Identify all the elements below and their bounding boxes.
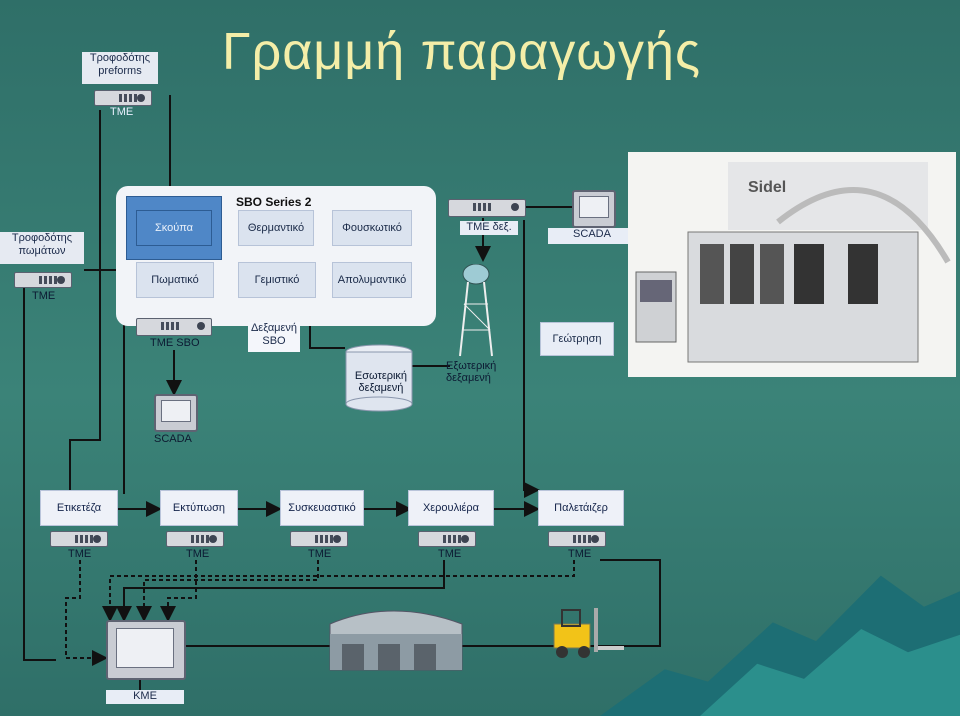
connector-right-down xyxy=(523,220,540,498)
sbo-capper-box: Πωματικό xyxy=(136,262,214,298)
caps-feeder-label: Τροφοδότης πωμάτων xyxy=(0,232,84,264)
connector-tme2-kme xyxy=(160,560,197,622)
connector-tank-sbo xyxy=(309,320,345,349)
scada-top-label: SCADA xyxy=(548,228,636,244)
connector-tme4-kme xyxy=(116,560,445,622)
internal-tank-label: Εσωτερική δεξαμενή xyxy=(354,370,408,394)
sidel-machine-drawing: Sidel xyxy=(635,162,951,363)
connector-tme5-kme xyxy=(102,560,575,622)
tme-sbo-label: TME SBO xyxy=(150,337,200,349)
sbo-skoupa-box: Σκούπα xyxy=(136,210,212,246)
page-title: Γραμμή παραγωγής xyxy=(222,23,701,81)
connector-preforms-down xyxy=(69,110,101,494)
packaging-box: Συσκευαστικό xyxy=(280,490,364,526)
tme-tank-device-icon xyxy=(448,199,526,217)
sbo-filler-box: Γεμιστικό xyxy=(238,262,316,298)
tme-device-icon xyxy=(548,531,606,547)
tme-device-icon xyxy=(418,531,476,547)
sbo-series-title: SBO Series 2 xyxy=(236,195,312,209)
scada-mid-label: SCADA xyxy=(154,433,192,445)
sbo-blower-box: Φουσκωτικό xyxy=(332,210,412,246)
warehouse-icon xyxy=(329,610,463,671)
connector-tme3-kme xyxy=(136,560,319,622)
tme-device-icon xyxy=(166,531,224,547)
connector-tme1-kme xyxy=(65,560,108,666)
preforms-feeder-label: Τροφοδότης preforms xyxy=(82,52,158,84)
tme-device-icon xyxy=(50,531,108,547)
tme-label: TME xyxy=(186,548,210,560)
scada-monitor-icon xyxy=(154,394,198,432)
tme-tank-label: TME δεξ. xyxy=(460,221,518,235)
tme-label: TME xyxy=(568,548,592,560)
tme-device-icon xyxy=(290,531,348,547)
tme-sbo-device-icon xyxy=(136,318,212,336)
tme-label: TME xyxy=(438,548,462,560)
printing-box: Εκτύπωση xyxy=(160,490,238,526)
external-tank-label: Εξωτερική δεξαμενή xyxy=(446,360,497,384)
water-tower-icon xyxy=(459,264,493,357)
connector-left-vertical xyxy=(23,286,56,661)
tank-sbo-label: Δεξαμενή SBO xyxy=(248,322,300,352)
handle-applicator-box: Χερουλιέρα xyxy=(408,490,494,526)
tme-label: TME xyxy=(32,290,56,302)
sidel-logo-text: Sidel xyxy=(748,179,786,196)
forklift-icon xyxy=(553,608,624,658)
labeler-box: Ετικετέζα xyxy=(40,490,118,526)
kme-label: KME xyxy=(106,690,184,704)
sbo-heater-box: Θερμαντικό xyxy=(238,210,314,246)
tme-label: TME xyxy=(110,106,134,118)
tme-label: TME xyxy=(308,548,332,560)
tme-device-icon xyxy=(14,272,72,288)
sbo-disinfector-box: Απολυμαντικό xyxy=(332,262,412,298)
sidel-machine-image: Sidel xyxy=(628,152,956,377)
kme-terminal-icon xyxy=(106,620,186,680)
internal-tank-icon xyxy=(345,344,413,412)
scada-monitor-icon xyxy=(572,190,616,228)
tme-device-icon xyxy=(94,90,152,106)
grounding-box: Γεώτρηση xyxy=(540,322,614,356)
palletizer-box: Παλετάιζερ xyxy=(538,490,624,526)
tme-label: TME xyxy=(68,548,92,560)
